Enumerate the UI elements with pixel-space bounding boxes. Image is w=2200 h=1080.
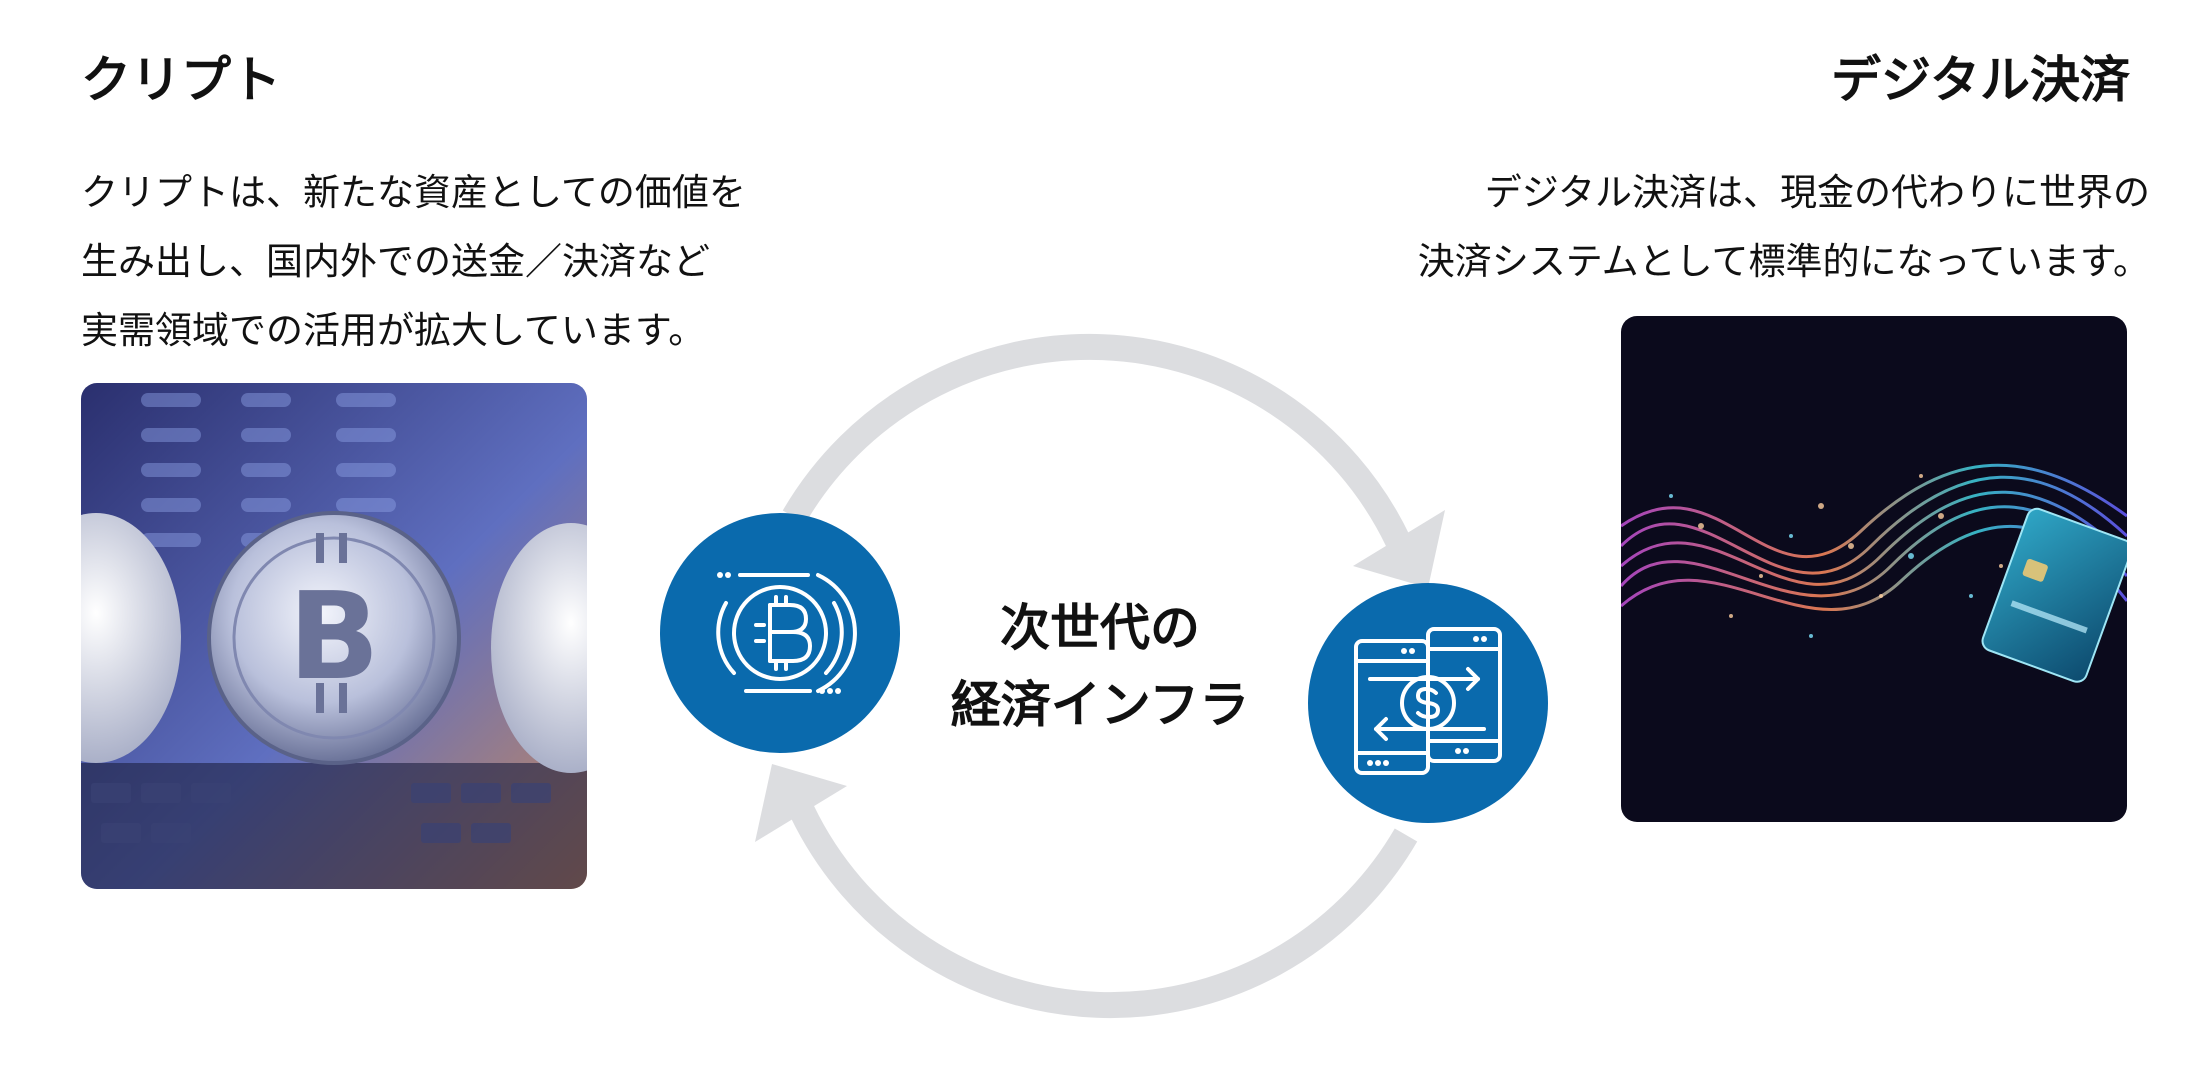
digital-payment-title: デジタル決済: [1831, 51, 2130, 109]
crypto-description-line: 生み出し、国内外での送金／決済など: [81, 240, 710, 283]
crypto-description-line: クリプトは、新たな資産としての価値を: [81, 171, 746, 214]
cycle-arrow-top: [782, 333, 1445, 588]
crypto-title: クリプト: [81, 51, 281, 109]
cycle-arrows: [755, 333, 1445, 1019]
center-label: 次世代の 経済インフラ: [900, 590, 1300, 744]
digital-payment-description: デジタル決済は、現金の代わりに世界の 決済システムとして標準的になっています。: [1418, 158, 2150, 296]
center-label-line: 経済インフラ: [950, 676, 1250, 734]
digital-payment-description-line: 決済システムとして標準的になっています。: [1417, 240, 2150, 283]
bitcoin-circle-icon: [660, 513, 900, 753]
phone-transfer-dollar-icon: [1308, 583, 1548, 823]
center-label-line: 次世代の: [1000, 599, 1200, 657]
svg-text:B: B: [288, 568, 379, 707]
credit-card-light-wave-photo: [1621, 316, 2127, 822]
digital-payment-description-line: デジタル決済は、現金の代わりに世界の: [1484, 171, 2150, 214]
crypto-description: クリプトは、新たな資産としての価値を 生み出し、国内外での送金／決済など 実需領…: [81, 158, 746, 365]
cycle-arrow-bottom: [755, 764, 1418, 1019]
crypto-description-line: 実需領域での活用が拡大しています。: [81, 309, 706, 352]
bitcoin-coins-photo: B: [81, 383, 587, 889]
